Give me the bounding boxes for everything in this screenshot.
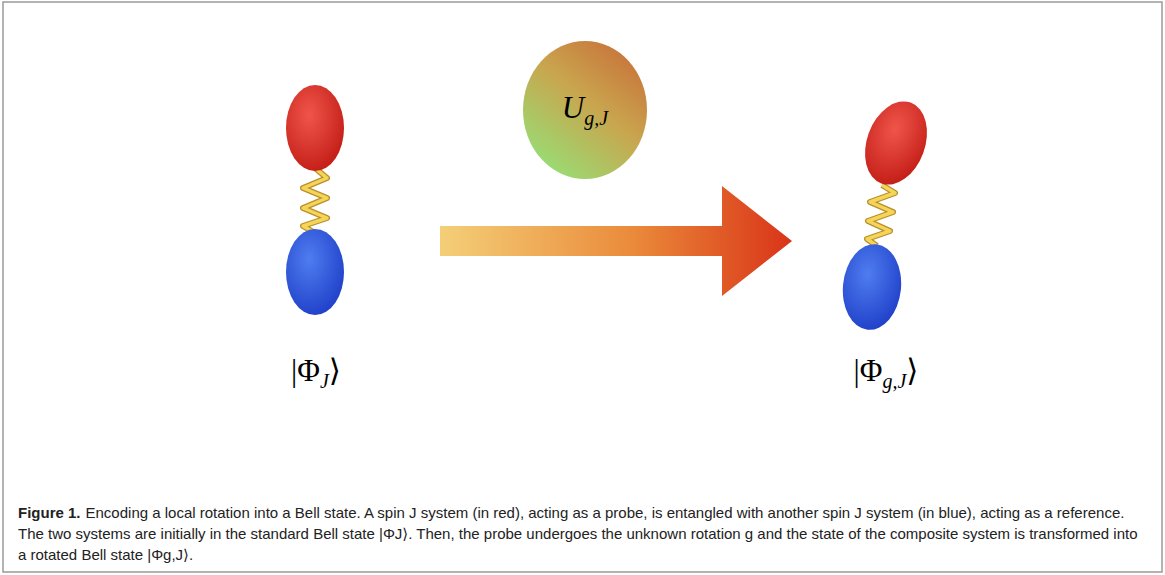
reference-spin (839, 241, 906, 333)
probe-spin (854, 93, 938, 194)
operator-ellipse: Ug,J (523, 41, 647, 179)
ket-symbol: |Φ (291, 353, 320, 388)
reference-spin (286, 229, 344, 315)
bell-pair (286, 85, 344, 315)
ket-subscript: g,J (882, 370, 906, 392)
initial-state-label: |ΦJ⟩ (291, 352, 341, 393)
figure-number: Figure 1. (18, 504, 81, 521)
operator-subscript: g,J (584, 107, 608, 129)
caption-text: Encoding a local rotation into a Bell st… (18, 504, 1138, 563)
entanglement-spring (303, 168, 327, 233)
figure-frame (3, 2, 1162, 572)
entanglement-spring (867, 185, 895, 246)
rotated-state-label: |Φg,J⟩ (854, 352, 919, 393)
ket-symbol: ⟩ (906, 353, 918, 388)
transform-arrow (440, 186, 792, 296)
entanglement-spring (867, 185, 895, 246)
operator-symbol: U (562, 90, 584, 125)
probe-spin (286, 85, 344, 171)
arrow-shape (440, 186, 792, 296)
rotated-bell-pair (839, 93, 938, 333)
ket-symbol: |Φ (854, 353, 883, 388)
entanglement-spring (303, 168, 327, 233)
ket-symbol: ⟩ (329, 353, 341, 388)
ket-subscript: J (320, 370, 329, 392)
operator-label: Ug,J (562, 90, 608, 130)
figure-caption: Figure 1.Encoding a local rotation into … (18, 502, 1148, 565)
